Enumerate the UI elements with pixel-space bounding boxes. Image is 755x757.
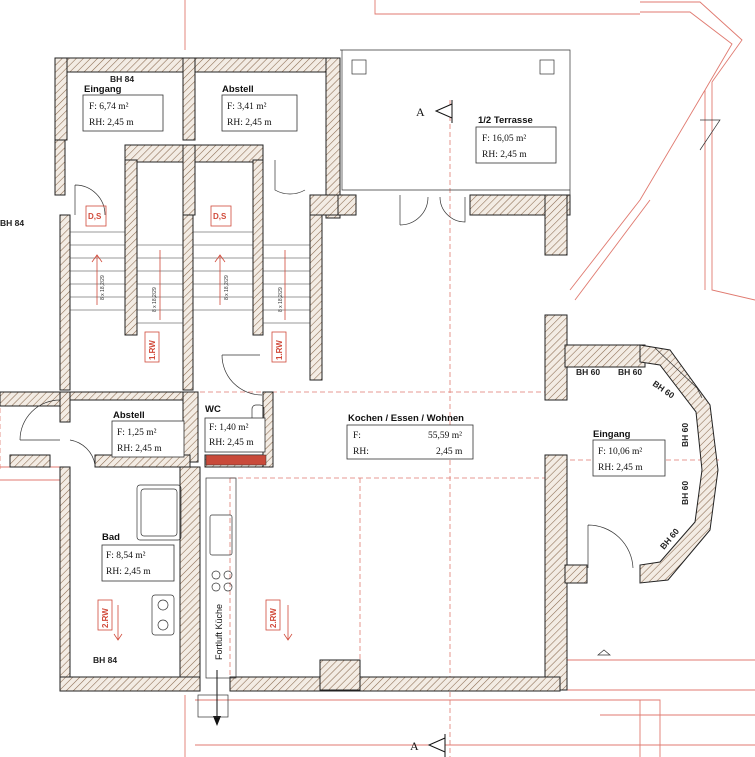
room-height-value-kochen: 2,45 m xyxy=(436,447,463,457)
room-title-terrasse: 1/2 Terrasse xyxy=(478,115,533,126)
room-height-abstell-mid: RH: 2,45 m xyxy=(117,444,162,454)
room-area-eingang-left: F: 6,74 m² xyxy=(89,102,129,112)
section-label-top: A xyxy=(416,105,425,119)
room-height-bad: RH: 2,45 m xyxy=(106,567,151,577)
room-height-label-kochen: RH: xyxy=(353,447,369,457)
room-area-abstell-mid: F: 1,25 m² xyxy=(117,428,157,438)
room-area-label-kochen: F: xyxy=(353,431,361,441)
doors xyxy=(19,160,634,569)
room-height-eingang-left: RH: 2,45 m xyxy=(89,118,134,128)
room-height-abstell-top: RH: 2,45 m xyxy=(227,118,272,128)
rw-label: 2.RW xyxy=(269,608,278,628)
stair-spec: 8 x 18,2/29 xyxy=(278,287,284,312)
room-area-bad: F: 8,54 m² xyxy=(106,551,146,561)
rw-label: 2.RW xyxy=(101,608,110,628)
stair-spec: 8 x 18,2/29 xyxy=(224,275,230,300)
exhaust-label: Fortluft Küche xyxy=(214,604,224,660)
staircase-left xyxy=(70,231,183,324)
stair-spec: 8 x 18,2/29 xyxy=(152,287,158,312)
stair-spec: 8 x 18,2/29 xyxy=(100,275,106,300)
ds-label: D,S xyxy=(213,212,227,221)
room-height-terrasse: RH: 2,45 m xyxy=(482,150,527,160)
bh-label: BH 60 xyxy=(680,481,690,505)
bay-window xyxy=(639,344,719,584)
bh-label: BH 84 xyxy=(110,74,134,84)
room-title-bad: Bad xyxy=(102,532,120,543)
room-area-value-kochen: 55,59 m² xyxy=(428,431,462,441)
bh-label: BH 60 xyxy=(576,367,600,377)
bh-label: BH 60 xyxy=(680,423,690,447)
bh-label: BH 60 xyxy=(618,367,642,377)
room-height-wc: RH: 2,45 m xyxy=(209,438,254,448)
bh-label: BH 84 xyxy=(93,655,117,665)
room-area-wc: F: 1,40 m² xyxy=(209,423,249,433)
walls xyxy=(0,57,646,692)
terrace-outline xyxy=(340,49,571,195)
section-marker-bottom xyxy=(427,734,446,757)
section-marker-top xyxy=(434,100,453,123)
room-title-wc: WC xyxy=(205,404,221,415)
room-title-abstell-mid: Abstell xyxy=(113,410,145,421)
room-title-abstell-top: Abstell xyxy=(222,84,254,95)
rw-label: 1.RW xyxy=(275,340,284,360)
room-area-abstell-top: F: 3,41 m² xyxy=(227,102,267,112)
rw-label: 1.RW xyxy=(148,340,157,360)
ds-label: D,S xyxy=(88,212,102,221)
room-title-kochen: Kochen / Essen / Wohnen xyxy=(348,413,464,424)
room-area-terrasse: F: 16,05 m² xyxy=(482,134,526,144)
fixtures xyxy=(136,404,267,726)
room-area-eingang-right: F: 10,06 m² xyxy=(598,447,642,457)
room-title-eingang-left: Eingang xyxy=(84,84,122,95)
room-height-eingang-right: RH: 2,45 m xyxy=(598,463,643,473)
section-label-bottom: A xyxy=(410,739,419,753)
room-title-eingang-right: Eingang xyxy=(593,429,631,440)
staircase-right xyxy=(193,231,310,324)
bh-label: BH 84 xyxy=(0,218,24,228)
